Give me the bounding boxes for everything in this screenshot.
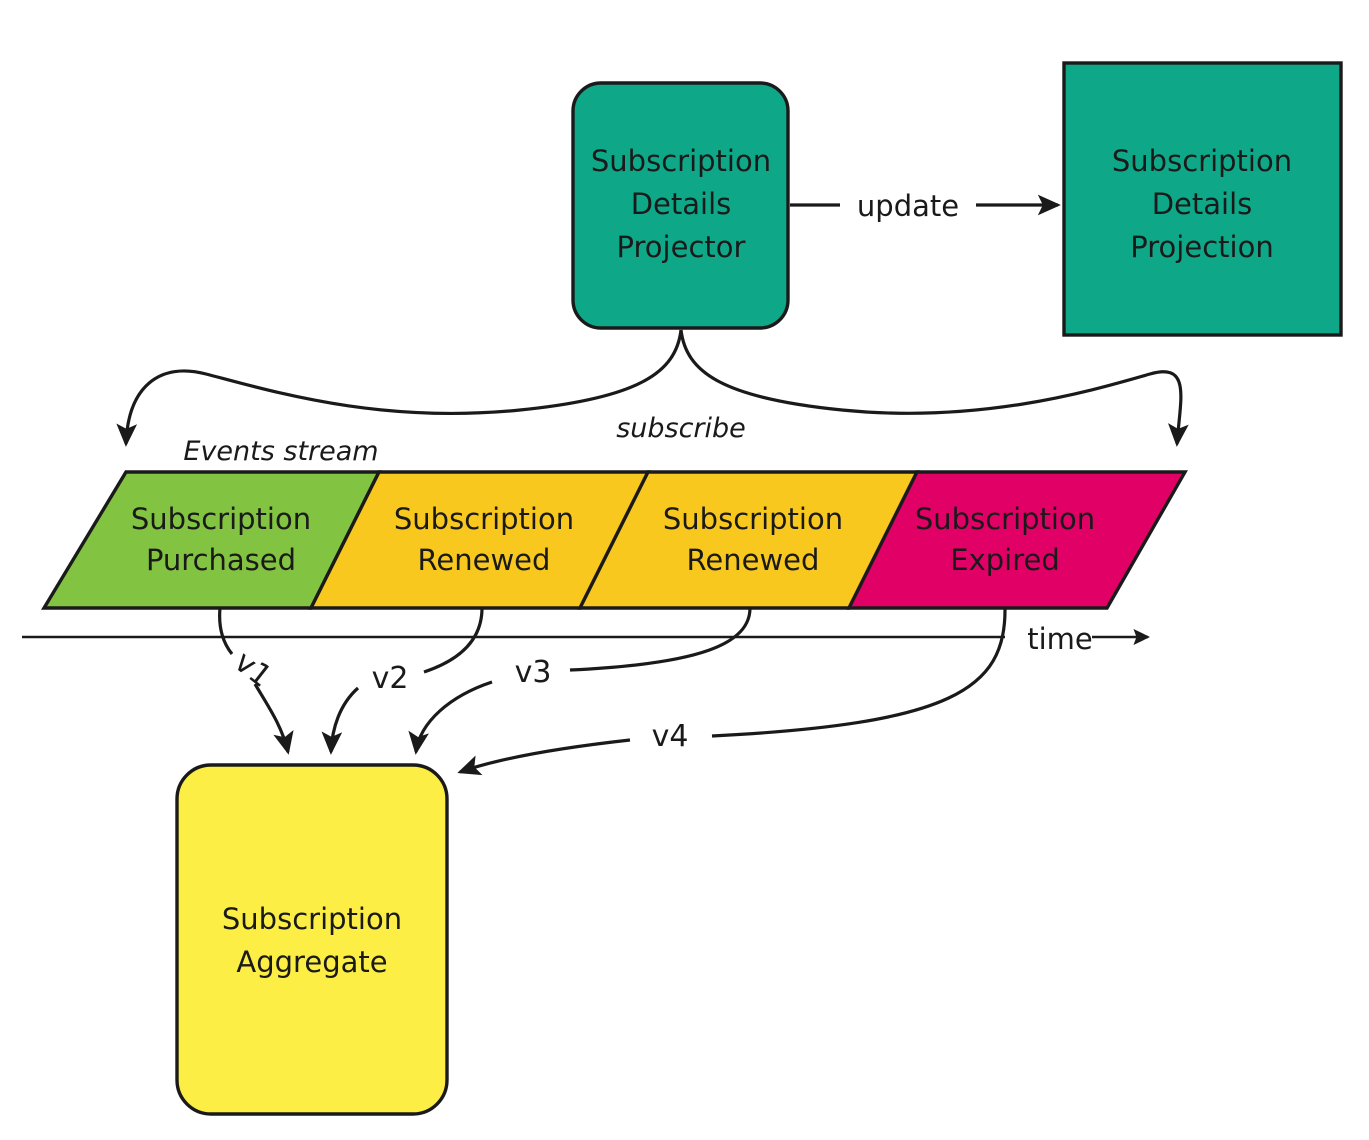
node-subscription-aggregate[interactable]: Subscription Aggregate (175, 763, 449, 1116)
event-segment-subscription-purchased[interactable]: Subscription Purchased (40, 470, 382, 610)
node-subscription-details-projector[interactable]: Subscription Details Projector (571, 81, 790, 330)
edge-subscribe: subscribe (116, 329, 1189, 447)
event-label-2-line2: Renewed (687, 543, 820, 577)
v3-edge-lower-arrow (408, 680, 493, 755)
v2-edge-upper (423, 607, 484, 674)
edge-update: update (790, 189, 1061, 223)
event-segment-subscription-renewed-1[interactable]: Subscription Renewed (308, 470, 651, 610)
projection-box[interactable] (1062, 61, 1343, 337)
event-label-1-line2: Renewed (418, 543, 551, 577)
aggregate-box[interactable] (175, 763, 449, 1116)
subscribe-label: subscribe (616, 413, 746, 444)
event-shape-3[interactable] (846, 470, 1188, 610)
v4-label: v4 (652, 719, 689, 754)
subscribe-arrow-left (116, 329, 683, 447)
projector-box[interactable] (571, 81, 790, 330)
time-axis: time (22, 622, 1151, 656)
v2-edge-lower-arrow (321, 686, 360, 755)
events-stream: Subscription Purchased Subscription Rene… (40, 470, 1188, 610)
event-label-1-line1: Subscription (394, 502, 574, 536)
version-edges: v1 v2 v3 v4 (218, 607, 1007, 776)
event-label-0-line1: Subscription (131, 502, 311, 536)
v3-edge-upper (569, 607, 752, 672)
projection-label-line3: Projection (1130, 230, 1273, 264)
events-stream-label: Events stream (183, 436, 378, 467)
projection-label-line2: Details (1152, 187, 1253, 221)
projector-label-line2: Details (631, 187, 732, 221)
update-label: update (857, 189, 959, 223)
projection-label-line1: Subscription (1112, 144, 1292, 178)
event-label-3-line1: Subscription (915, 502, 1095, 536)
v4-edge-lower-arrow (457, 738, 631, 776)
event-label-2-line1: Subscription (663, 502, 843, 536)
v1-edge-upper (218, 607, 234, 655)
v1-edge-lower-arrow (253, 683, 294, 755)
aggregate-label-line1: Subscription (222, 902, 402, 936)
v4-edge-upper (711, 607, 1007, 738)
time-label: time (1027, 622, 1093, 656)
v3-label: v3 (515, 655, 552, 690)
projector-label-line3: Projector (617, 230, 746, 264)
event-segment-subscription-expired[interactable]: Subscription Expired (846, 470, 1188, 610)
projector-label-line1: Subscription (591, 144, 771, 178)
v1-label: v1 (228, 644, 279, 694)
aggregate-label-line2: Aggregate (236, 945, 387, 979)
subscribe-arrow-right (679, 329, 1189, 447)
node-subscription-details-projection[interactable]: Subscription Details Projection (1062, 61, 1343, 337)
v2-label: v2 (372, 661, 409, 696)
event-label-3-line2: Expired (950, 543, 1060, 577)
event-label-0-line2: Purchased (146, 543, 296, 577)
